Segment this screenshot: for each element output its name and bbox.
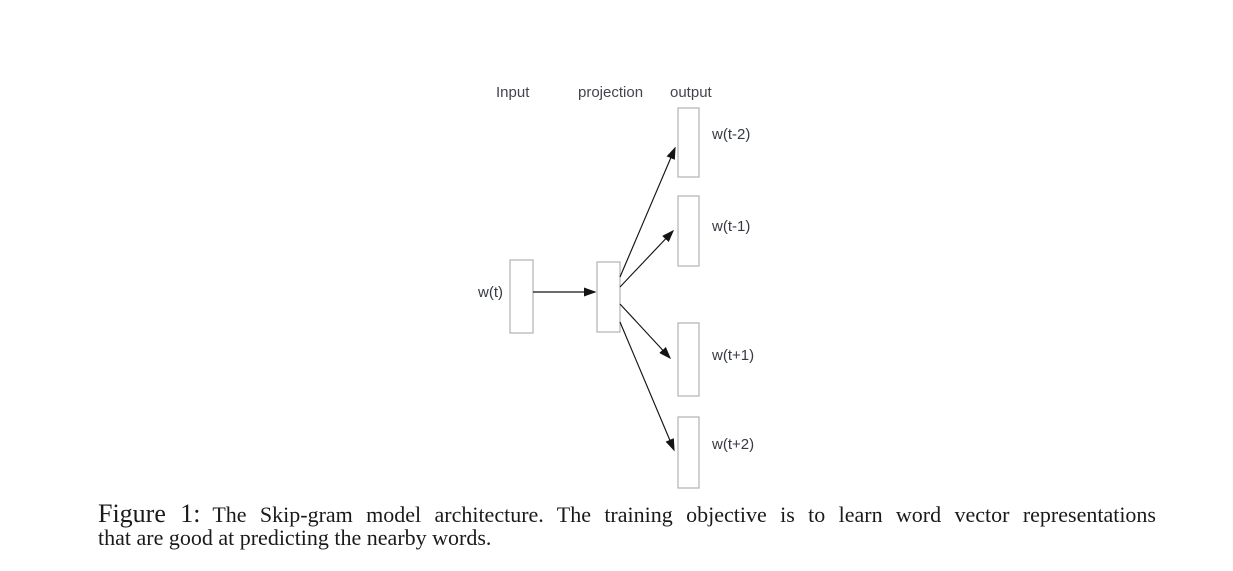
figure-caption-text-line1: The Skip-gram model architecture. The tr…	[212, 502, 1156, 527]
output-node-box-wt-plus-2	[677, 416, 700, 489]
output-node-label-wt-plus-1: w(t+1)	[711, 347, 754, 364]
figure-caption: Figure 1: The Skip-gram model architectu…	[98, 499, 1156, 550]
figure-caption-label: Figure 1:	[98, 499, 201, 528]
input-node-box	[509, 259, 534, 334]
figure-caption-line1: Figure 1: The Skip-gram model architectu…	[98, 499, 1156, 528]
output-node-label-wt-minus-2: w(t-2)	[711, 126, 750, 143]
projection-node-box	[596, 261, 621, 333]
figure-caption-text-line2: that are good at predicting the nearby w…	[98, 525, 492, 550]
output-node-box-wt-minus-1	[677, 195, 700, 267]
arrow-projection-to-wt-plus-1	[619, 303, 672, 360]
input-node-label: w(t)	[477, 284, 503, 301]
column-header-input: Input	[496, 84, 530, 101]
arrow-projection-to-wt-plus-2	[619, 321, 675, 452]
output-node-label-wt-plus-2: w(t+2)	[711, 436, 754, 453]
output-node-box-wt-plus-1	[677, 322, 700, 397]
arrow-projection-to-wt-minus-2	[619, 146, 676, 278]
output-node-box-wt-minus-2	[677, 107, 700, 178]
output-node-label-wt-minus-1: w(t-1)	[711, 218, 750, 235]
arrow-projection-to-wt-minus-1	[619, 229, 675, 288]
column-header-output: output	[670, 84, 713, 101]
column-header-projection: projection	[578, 84, 643, 101]
